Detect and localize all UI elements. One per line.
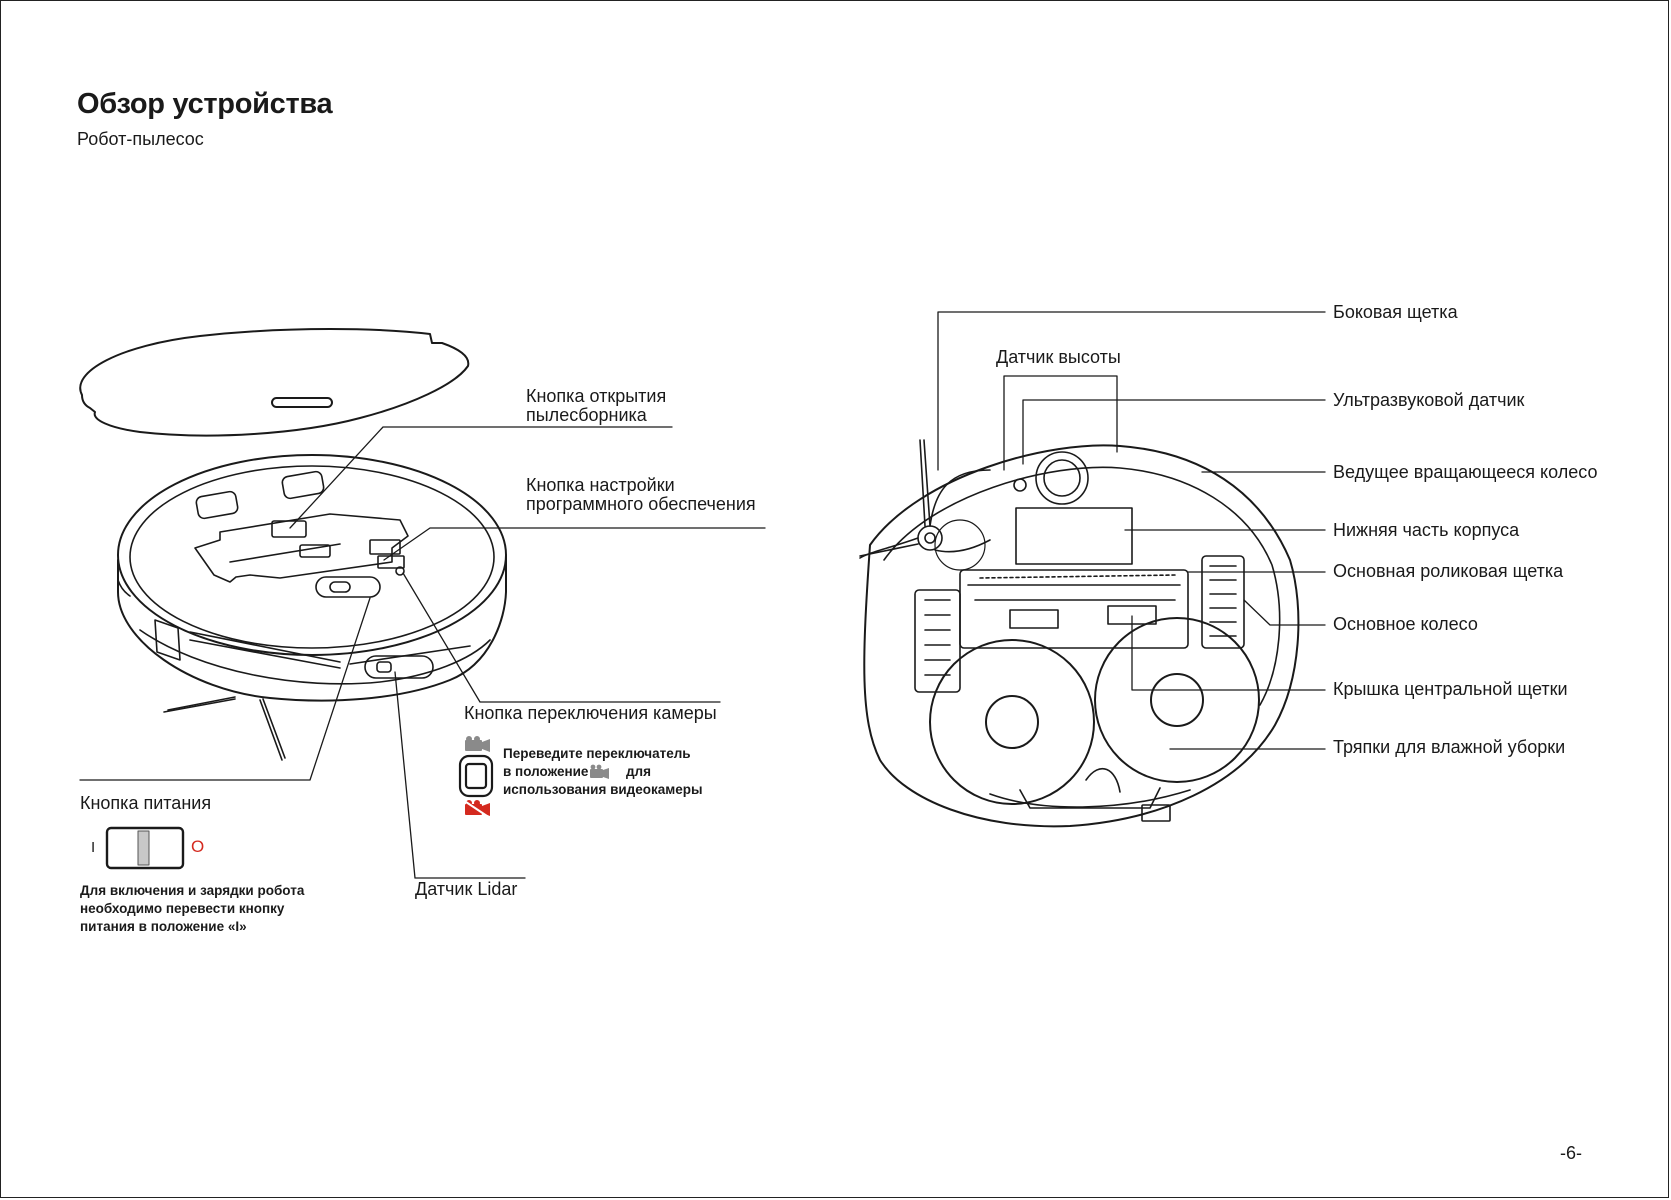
robot-bottom-outline [863, 444, 1300, 828]
main-wheel-label: Основное колесо [1333, 614, 1478, 634]
software-button-label-line2: программного обеспечения [526, 494, 756, 514]
bottom-view-callout-lines [937, 311, 1326, 750]
mop-pads [929, 617, 1260, 805]
robot-top-surface [117, 454, 507, 656]
camera-note: Переведите переключатель в положение для… [503, 745, 703, 799]
camera-note-line2: в положение для [503, 763, 703, 781]
dustbin-button-label-line2: пылесборника [526, 405, 647, 425]
camera-note-line2-start: в положение [503, 764, 589, 779]
robot-bottom-view-illustration [859, 439, 1300, 828]
bottom-housing-label: Нижняя часть корпуса [1333, 520, 1520, 540]
power-note-line2: необходимо перевести кнопку [80, 901, 285, 916]
software-button-label: Кнопка настройки программного обеспечени… [526, 476, 756, 514]
main-roller-brush [959, 569, 1189, 649]
top-view-callout-lines [79, 426, 766, 879]
camera-switch-illustration [458, 736, 609, 819]
lidar-sensor-label: Датчик Lidar [415, 879, 518, 899]
camera-on-icon [465, 736, 490, 752]
side-brush [859, 439, 991, 571]
page-subtitle: Робот-пылесос [77, 129, 204, 149]
robot-lid [79, 328, 470, 437]
power-note: Для включения и зарядки робота необходим… [80, 882, 304, 936]
power-on-mark: I [91, 839, 96, 856]
dustbin-button-label-line1: Кнопка открытия [526, 386, 667, 406]
power-note-line3: питания в положение «I» [80, 919, 247, 934]
power-button-label: Кнопка питания [80, 793, 212, 813]
center-brush-cover-label: Крышка центральной щетки [1333, 679, 1568, 699]
software-button-label-line1: Кнопка настройки [526, 475, 675, 495]
main-wheel-right [1201, 555, 1245, 649]
power-off-mark: O [191, 837, 205, 856]
power-button-shape [315, 576, 381, 598]
power-note-line1: Для включения и зарядки робота [80, 883, 305, 898]
mop-pads-label: Тряпки для влажной уборки [1333, 737, 1566, 757]
lidar-window [364, 655, 434, 679]
dustbin-button-label: Кнопка открытия пылесборника [526, 387, 666, 425]
main-wheel-left [914, 589, 961, 693]
drive-wheel-label: Ведущее вращающееся колесо [1333, 462, 1598, 482]
camera-inline-icon [590, 764, 609, 779]
page-title: Обзор устройства [77, 88, 333, 120]
dustbin-open-button [271, 520, 307, 538]
ultrasonic-sensor-label: Ультразвуковой датчик [1333, 390, 1525, 410]
camera-note-line3: использования видеокамеры [503, 782, 703, 797]
robot-top-view-illustration [79, 328, 507, 761]
camera-note-line1: Переведите переключатель [503, 746, 691, 761]
side-brush-label: Боковая щетка [1333, 302, 1458, 322]
power-switch-illustration [105, 826, 185, 870]
camera-off-icon [465, 800, 490, 816]
camera-note-line2-end: для [625, 764, 652, 779]
lid-handle [271, 397, 333, 408]
camera-switch-label: Кнопка переключения камеры [464, 703, 717, 723]
main-roller-brush-label: Основная роликовая щетка [1333, 561, 1564, 581]
page-number: -6- [1560, 1143, 1582, 1163]
height-sensor-label: Датчик высоты [996, 347, 1121, 367]
